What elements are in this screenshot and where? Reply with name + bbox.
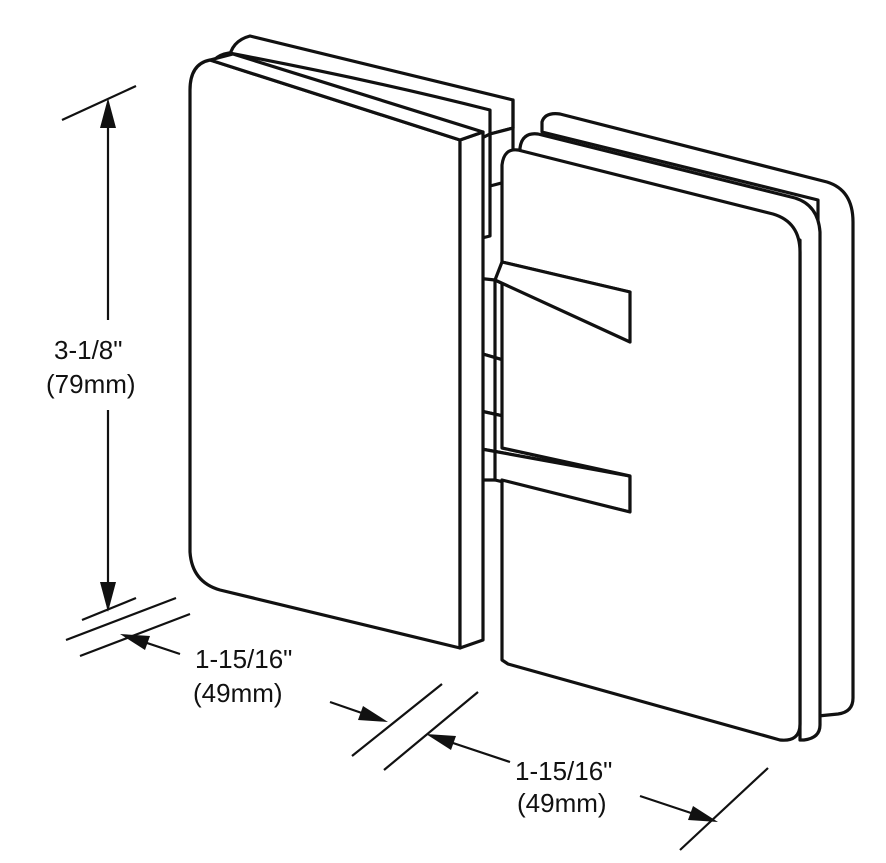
left-width-arrow-end: [358, 706, 388, 722]
left-width-metric-label: (49mm): [193, 678, 283, 708]
left-width-arrow-start: [120, 634, 150, 650]
right-front-plate: [493, 148, 802, 742]
height-metric-label: (79mm): [46, 369, 136, 399]
height-dimension: [61, 85, 137, 622]
right-width-metric-label: (49mm): [517, 788, 607, 818]
right-width-dimension: [383, 691, 769, 851]
left-front-plate: [188, 52, 485, 650]
right-width-imperial-label: 1-15/16": [515, 756, 612, 786]
right-back-plate: [540, 112, 855, 718]
right-width-arrow-end: [688, 806, 718, 822]
height-imperial-label: 3-1/8": [54, 335, 123, 365]
right-width-arrow-start: [426, 734, 456, 750]
right-mid-plate: [518, 132, 822, 742]
left-width-imperial-label: 1-15/16": [195, 644, 292, 674]
height-arrow-bottom: [100, 582, 116, 612]
left-width-dimension: [65, 596, 443, 757]
height-arrow-top: [100, 98, 116, 128]
